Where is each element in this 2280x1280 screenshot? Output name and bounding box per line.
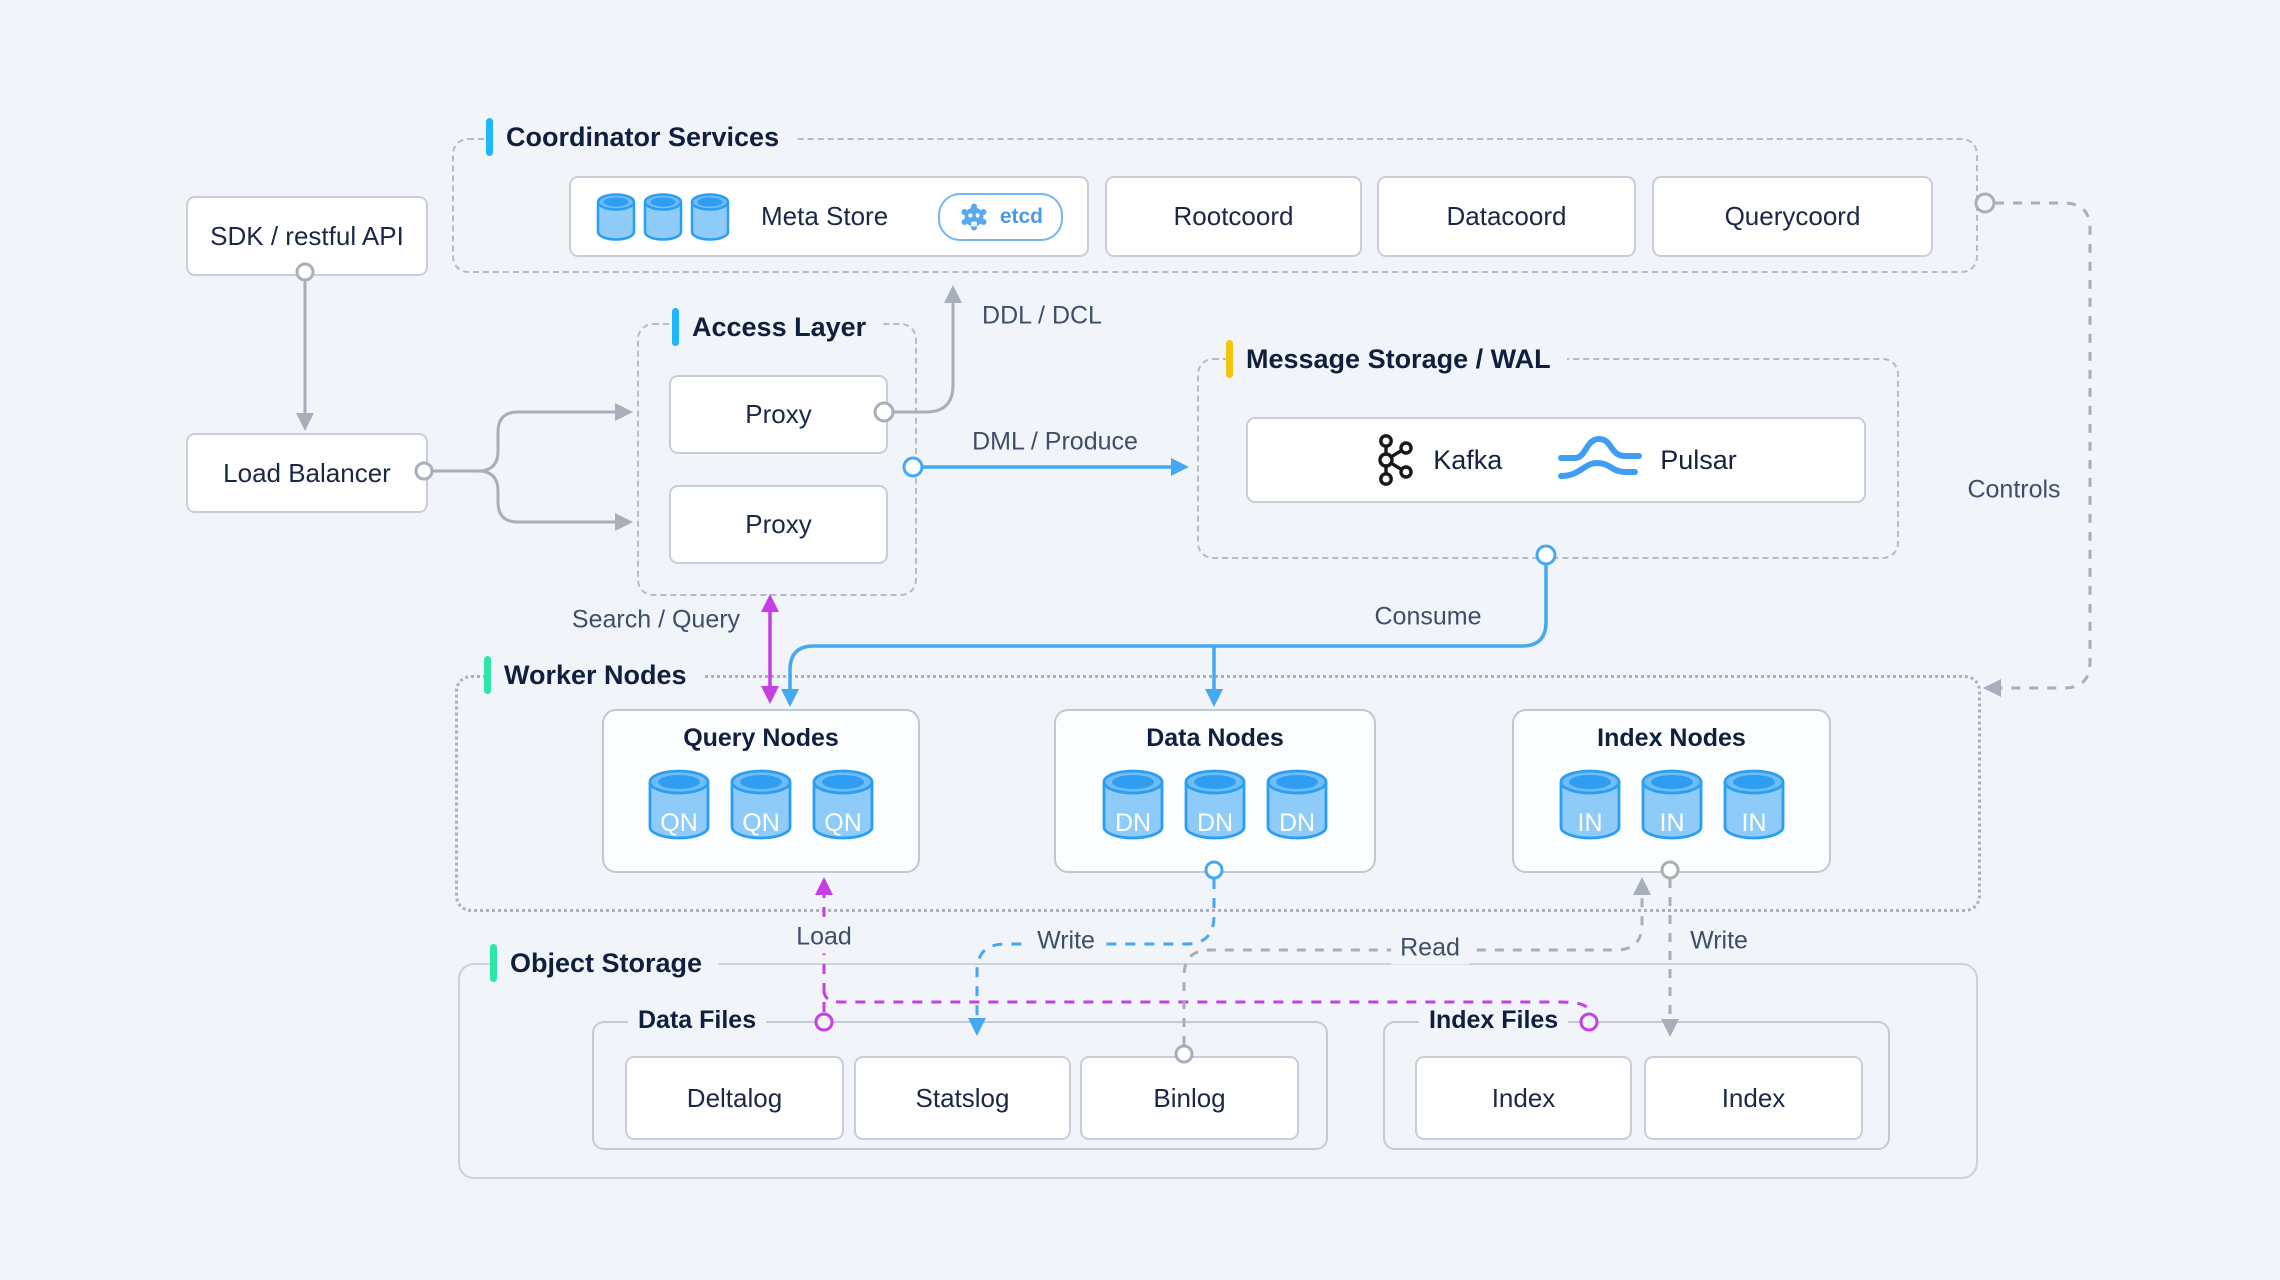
pulsar-label: Pulsar	[1660, 444, 1737, 475]
database-cylinder-icon	[596, 192, 636, 241]
kafka-item: Kafka	[1375, 433, 1502, 487]
data-nodes-title: Data Nodes	[1146, 724, 1284, 752]
write-data-label: Write	[1028, 924, 1104, 958]
svg-text:DN: DN	[1279, 809, 1315, 837]
index-file-box-1: Index	[1415, 1056, 1632, 1140]
deltalog-box: Deltalog	[625, 1056, 844, 1140]
index-nodes-title: Index Nodes	[1597, 724, 1746, 752]
index-nodes-card: Index Nodes IN IN IN	[1512, 709, 1831, 873]
controls-arrow	[1974, 192, 2092, 697]
query-node-cylinder: QN	[812, 769, 874, 840]
index-file-label: Index	[1721, 1082, 1786, 1113]
svg-text:QN: QN	[742, 809, 780, 837]
deltalog-label: Deltalog	[686, 1082, 783, 1113]
querycoord-box: Querycoord	[1652, 176, 1933, 257]
proxy-box-1: Proxy	[669, 375, 888, 454]
svg-text:IN: IN	[1659, 809, 1684, 837]
controls-label: Controls	[1967, 475, 2061, 504]
object-storage-title-text: Object Storage	[510, 947, 703, 978]
binlog-label: Binlog	[1153, 1082, 1226, 1113]
etcd-badge-label: etcd	[999, 204, 1043, 228]
data-files-group: Data Files Deltalog Statslog Binlog	[592, 1006, 1328, 1150]
index-file-box-2: Index	[1644, 1056, 1863, 1140]
rootcoord-box: Rootcoord	[1105, 176, 1362, 257]
write-index-label: Write	[1681, 924, 1757, 958]
coordinator-services-title: Coordinator Services	[486, 115, 796, 159]
database-cylinder-icon	[690, 192, 730, 241]
svg-text:IN: IN	[1577, 809, 1602, 837]
load-label: Load	[787, 920, 861, 954]
data-node-cylinder: DN	[1266, 769, 1328, 840]
dml-produce-label: DML / Produce	[972, 427, 1138, 456]
message-storage-title: Message Storage / WAL	[1226, 337, 1567, 381]
pulsar-item: Pulsar	[1558, 432, 1737, 488]
statslog-label: Statslog	[915, 1082, 1010, 1113]
sdk-box: SDK / restful API	[186, 196, 428, 276]
data-node-cylinder: DN	[1102, 769, 1164, 840]
message-storage-accent-bar	[1226, 340, 1233, 378]
access-layer-accent-bar	[672, 308, 679, 346]
index-node-cylinder: IN	[1559, 769, 1620, 840]
worker-nodes-accent-bar	[484, 656, 491, 694]
index-file-label: Index	[1491, 1082, 1556, 1113]
svg-text:DN: DN	[1115, 809, 1151, 837]
datacoord-label: Datacoord	[1446, 201, 1567, 231]
ddl-dcl-label: DDL / DCL	[982, 301, 1102, 330]
kafka-icon	[1378, 434, 1413, 486]
sdk-to-loadbalancer-arrow	[295, 262, 315, 431]
broker-box: Kafka Pulsar	[1246, 417, 1866, 503]
etcd-gear-icon	[961, 203, 987, 230]
kafka-label: Kafka	[1433, 444, 1503, 475]
message-storage-title-text: Message Storage / WAL	[1246, 343, 1551, 374]
query-node-cylinder: QN	[730, 769, 792, 840]
statslog-box: Statslog	[854, 1056, 1071, 1140]
meta-store-db-icon	[595, 191, 731, 243]
rootcoord-label: Rootcoord	[1173, 201, 1294, 231]
read-label: Read	[1391, 931, 1469, 965]
proxy-box-2: Proxy	[669, 485, 888, 564]
index-node-cylinder: IN	[1723, 769, 1784, 840]
svg-text:IN: IN	[1741, 809, 1766, 837]
loadbalancer-to-proxies-arrows	[414, 403, 633, 531]
database-cylinder-icon	[643, 192, 683, 241]
index-node-cylinder: IN	[1641, 769, 1702, 840]
query-node-cylinder: QN	[648, 769, 710, 840]
proxy-label: Proxy	[745, 399, 812, 429]
object-storage-accent-bar	[490, 944, 497, 982]
meta-store-label: Meta Store	[761, 201, 889, 231]
meta-store-box: Meta Store etcd	[569, 176, 1089, 257]
etcd-badge: etcd	[937, 192, 1063, 241]
data-nodes-card: Data Nodes DN DN DN	[1054, 709, 1376, 873]
data-files-label: Data Files	[628, 1006, 767, 1035]
access-layer-title-text: Access Layer	[692, 311, 867, 342]
pulsar-icon	[1558, 435, 1643, 479]
coordinator-accent-bar	[486, 118, 493, 156]
dml-produce-arrow	[902, 456, 1189, 478]
coordinator-title-text: Coordinator Services	[506, 121, 780, 152]
worker-nodes-title-text: Worker Nodes	[504, 659, 687, 690]
index-files-group: Index Files Index Index	[1383, 1006, 1890, 1150]
worker-nodes-title: Worker Nodes	[484, 653, 703, 697]
query-nodes-card: Query Nodes QN QN QN	[602, 709, 920, 873]
svg-text:DN: DN	[1197, 809, 1233, 837]
svg-text:QN: QN	[824, 809, 862, 837]
access-layer-title: Access Layer	[672, 305, 883, 349]
object-storage-title: Object Storage	[490, 941, 719, 985]
querycoord-label: Querycoord	[1724, 201, 1861, 231]
index-files-label: Index Files	[1419, 1006, 1569, 1035]
load-balancer-label: Load Balancer	[223, 457, 391, 488]
datacoord-box: Datacoord	[1377, 176, 1636, 257]
consume-label: Consume	[1374, 602, 1482, 631]
sdk-label: SDK / restful API	[210, 220, 404, 251]
svg-text:QN: QN	[660, 809, 698, 837]
query-nodes-title: Query Nodes	[683, 724, 839, 752]
search-query-label: Search / Query	[571, 605, 741, 634]
load-balancer-box: Load Balancer	[186, 433, 428, 513]
data-node-cylinder: DN	[1184, 769, 1246, 840]
binlog-box: Binlog	[1080, 1056, 1299, 1140]
proxy-label: Proxy	[745, 509, 812, 539]
